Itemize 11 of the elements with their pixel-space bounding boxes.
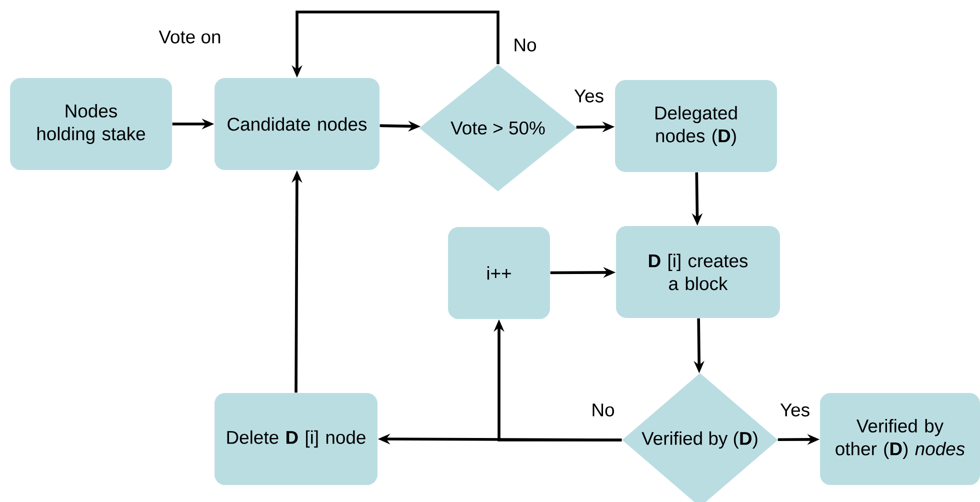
process-box: Nodes holding stake [10, 78, 172, 170]
process-box: Candidate nodes [214, 78, 380, 170]
process-box: Delete D [i] node [214, 393, 378, 485]
process-box: D [i] creates a block [616, 226, 780, 318]
edge-label: No [511, 36, 539, 54]
process-box: Verified by other (D) nodes [820, 393, 980, 485]
process-box: Delegated nodes (D) [615, 80, 777, 172]
edge-label: Yes [778, 402, 812, 418]
note-text: Vote on [158, 30, 220, 44]
process-box: i++ [448, 227, 550, 319]
edge-label: No [589, 402, 617, 418]
